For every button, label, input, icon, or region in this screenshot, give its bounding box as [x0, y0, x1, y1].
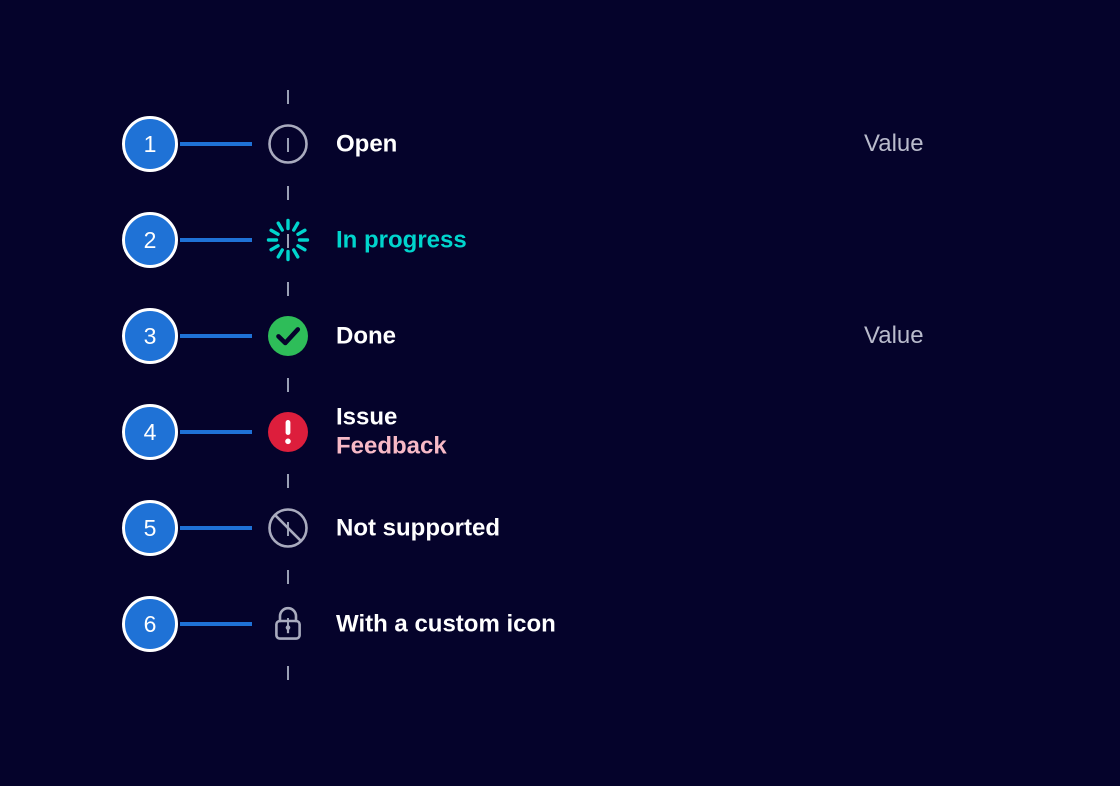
- step-badge-number: 3: [143, 322, 157, 349]
- step-badge-number: 1: [143, 130, 157, 157]
- step-badge-2[interactable]: 2: [122, 212, 178, 268]
- status-label: Issue: [336, 403, 398, 431]
- status-sublabel: Feedback: [336, 433, 447, 460]
- step-connector-6: [180, 622, 252, 626]
- status-label: Not supported: [336, 514, 500, 542]
- row-labels: Open: [336, 129, 397, 158]
- step-connector-5: [180, 526, 252, 530]
- row-labels: Issue Feedback: [336, 403, 447, 462]
- step-badge-3[interactable]: 3: [122, 308, 178, 364]
- step-badge-number: 5: [143, 514, 157, 541]
- lock-icon: [275, 606, 301, 640]
- spinner-icon: [266, 218, 310, 262]
- step-badge-number: 6: [143, 610, 157, 637]
- step-badge-5[interactable]: 5: [122, 500, 178, 556]
- step-connector-2: [180, 238, 252, 242]
- check-circle-icon: [268, 316, 308, 356]
- exclamation-circle-icon: [268, 412, 308, 452]
- row-labels: With a custom icon: [336, 609, 556, 638]
- step-badge-6[interactable]: 6: [122, 596, 178, 652]
- status-label: Open: [336, 130, 398, 158]
- step-badge-4[interactable]: 4: [122, 404, 178, 460]
- status-label: With a custom icon: [336, 610, 556, 638]
- status-label: In progress: [336, 226, 467, 254]
- status-label: Done: [336, 322, 396, 350]
- row-labels: Done: [336, 321, 396, 350]
- step-connector-3: [180, 334, 252, 338]
- open-circle-icon: [268, 124, 308, 164]
- timeline-spine: [287, 90, 289, 682]
- step-connector-1: [180, 142, 252, 146]
- row-value: Value: [864, 322, 924, 349]
- row-labels: Not supported: [336, 513, 500, 542]
- step-connector-4: [180, 430, 252, 434]
- step-badge-number: 4: [143, 418, 157, 445]
- step-badge-number: 2: [143, 226, 157, 253]
- row-labels: In progress: [336, 225, 467, 254]
- step-badge-1[interactable]: 1: [122, 116, 178, 172]
- no-entry-icon: [268, 508, 308, 548]
- row-value: Value: [864, 130, 924, 157]
